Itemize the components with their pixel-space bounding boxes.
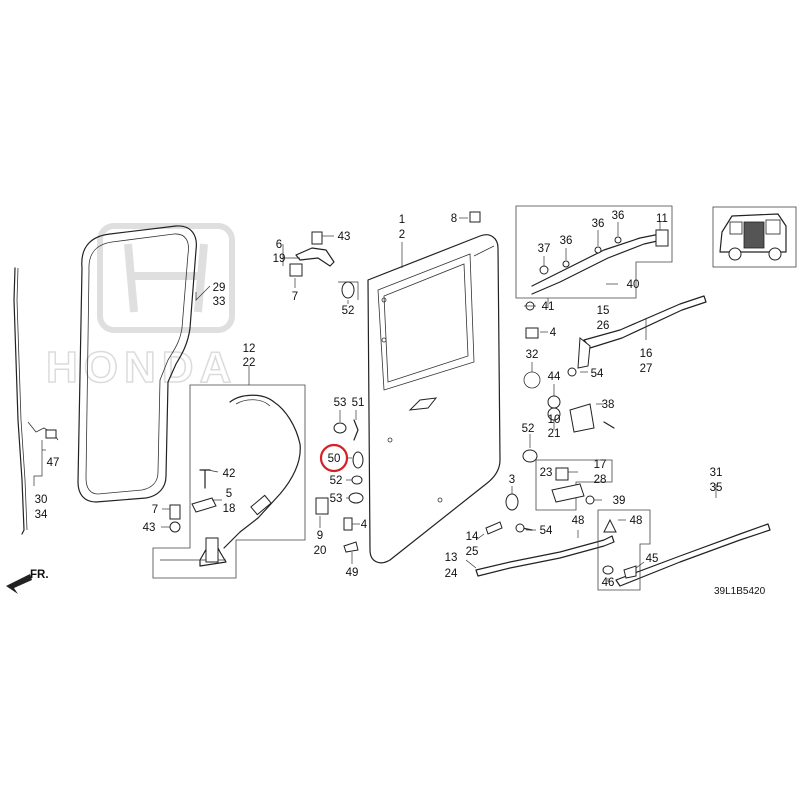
callout-29: 29 (213, 282, 226, 294)
callout-21: 21 (548, 428, 561, 440)
trim-strips (475, 509, 771, 591)
callout-51: 51 (352, 397, 365, 409)
callout-39: 39 (613, 495, 626, 507)
callout-54b: 54 (540, 525, 553, 537)
callout-35: 35 (710, 482, 723, 494)
callout-45: 45 (646, 553, 659, 565)
callout-8: 8 (451, 213, 457, 225)
callout-20: 20 (314, 545, 327, 557)
callout-52b: 52 (330, 475, 343, 487)
callout-7a: 7 (292, 291, 298, 303)
callout-41: 41 (542, 301, 555, 313)
callout-40: 40 (627, 279, 640, 291)
callout-52c: 52 (522, 423, 535, 435)
center-rail-part (567, 295, 707, 377)
callout-54a: 54 (591, 368, 604, 380)
callout-36b: 36 (592, 218, 605, 230)
callout-43a: 43 (338, 231, 351, 243)
callout-32: 32 (526, 349, 539, 361)
callout-46: 46 (602, 577, 615, 589)
callout-17: 17 (594, 459, 607, 471)
small-parts (169, 211, 533, 553)
callout-36a: 36 (560, 235, 573, 247)
callout-38: 38 (602, 399, 615, 411)
callout-12: 12 (243, 343, 256, 355)
callout-2: 2 (399, 229, 405, 241)
callout-5: 5 (226, 488, 232, 500)
callout-19: 19 (273, 253, 286, 265)
callout-3: 3 (509, 474, 515, 486)
watermark-brand: HONDA (46, 343, 237, 392)
callout-6: 6 (276, 239, 282, 251)
callout-16: 16 (640, 348, 653, 360)
callout-27: 27 (640, 363, 653, 375)
callout-28: 28 (594, 474, 607, 486)
callout-34: 34 (35, 509, 48, 521)
callouts: 1 2 8 6 19 43 7 52 29 33 12 22 53 51 50 … (35, 210, 766, 597)
callout-49: 49 (346, 567, 359, 579)
lower-roller-group (535, 459, 613, 511)
callout-33: 33 (213, 296, 226, 308)
callout-4b: 4 (550, 327, 557, 339)
callout-26: 26 (597, 320, 610, 332)
callout-18: 18 (223, 503, 236, 515)
callout-13: 13 (445, 552, 458, 564)
callout-43b: 43 (143, 522, 156, 534)
roller-parts (522, 327, 615, 463)
callout-37: 37 (538, 243, 551, 255)
callout-4a: 4 (361, 519, 368, 531)
callout-30: 30 (35, 494, 48, 506)
callout-31: 31 (710, 467, 723, 479)
callout-36c: 36 (612, 210, 625, 222)
callout-47: 47 (47, 457, 60, 469)
callout-7b: 7 (152, 504, 158, 516)
callout-10: 10 (548, 414, 561, 426)
callout-23: 23 (540, 467, 553, 479)
callout-48a: 48 (572, 515, 585, 527)
callout-11: 11 (656, 213, 668, 225)
leader-lines (33, 217, 717, 582)
callout-53b: 53 (330, 493, 343, 505)
sliding-door-panel (367, 234, 501, 564)
callout-9: 9 (317, 530, 323, 542)
callout-22: 22 (243, 357, 256, 369)
callout-44: 44 (548, 371, 561, 383)
callout-53a: 53 (334, 397, 347, 409)
callout-1: 1 (399, 214, 405, 226)
rear-rail-part (13, 267, 59, 535)
callout-42: 42 (223, 468, 236, 480)
callout-52a: 52 (342, 305, 355, 317)
highlight-ring-50 (319, 443, 349, 473)
door-weatherstrip-part (77, 225, 197, 503)
callout-50: 50 (328, 453, 341, 465)
callout-24: 24 (445, 568, 458, 580)
diagram-code: 39L1B5420 (714, 586, 766, 597)
callout-14: 14 (466, 531, 479, 543)
callout-48b: 48 (630, 515, 643, 527)
honda-watermark: HONDA (45, 223, 237, 393)
direction-label: FR. (30, 569, 49, 581)
callout-25: 25 (466, 546, 479, 558)
cable-assembly-group (152, 384, 306, 579)
callout-15: 15 (597, 305, 610, 317)
upper-rail-assembly (515, 205, 673, 311)
front-direction-arrow: FR. (6, 569, 49, 594)
vehicle-thumbnail (712, 206, 797, 268)
